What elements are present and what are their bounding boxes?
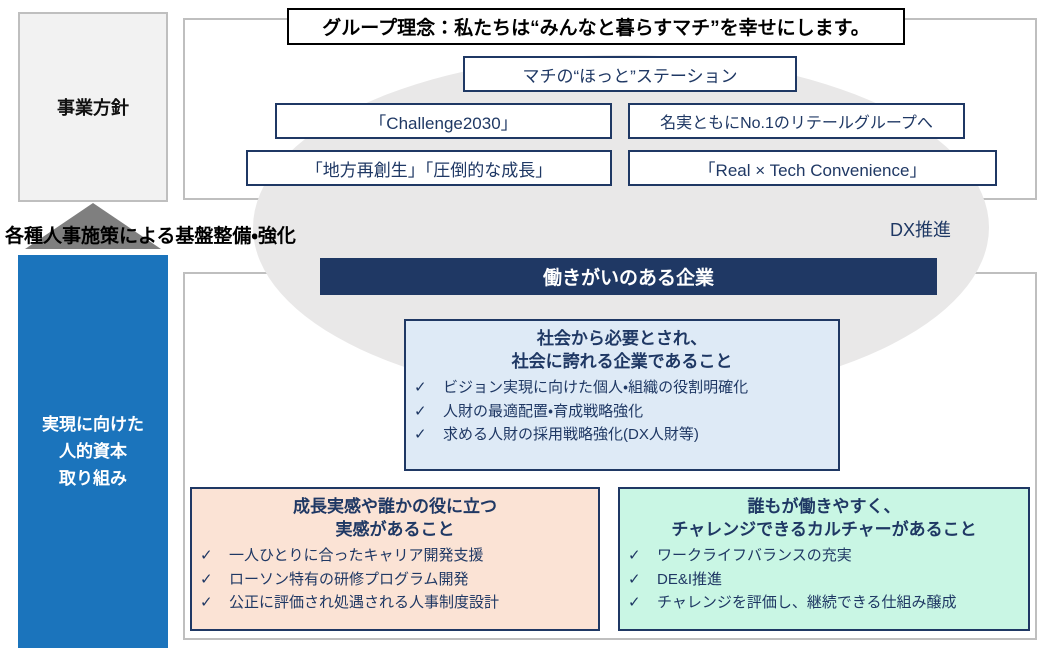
list-item: ✓ 求める人財の採用戦略強化(DX人財等) — [414, 423, 830, 447]
card-social-title-line2: 社会に誇れる企業であること — [511, 352, 733, 371]
card-culture-title-line1: 誰もが働きやすく、 — [747, 497, 901, 516]
group-philosophy-title: グループ理念：私たちは“みんなと暮らすマチ”を幸せにします。 — [322, 18, 870, 39]
card-social-item-3: 求める人財の採用戦略強化(DX人財等) — [443, 426, 699, 443]
slogan-machi-hotto-station: マチの“ほっと”ステーション — [463, 56, 797, 92]
slogan-challenge2030-text: 「Challenge2030」 — [369, 113, 518, 133]
slogan-real-tech-text: 「Real × Tech Convenience」 — [698, 160, 927, 180]
check-icon: ✓ — [628, 594, 641, 611]
rewarding-company-banner-text: 働きがいのある企業 — [542, 268, 714, 289]
card-growth-title-line1: 成長実感や誰かの役に立つ — [293, 497, 497, 516]
card-growth-item-3: 公正に評価され処遇される人事制度設計 — [229, 594, 500, 611]
slogan-real-tech-convenience: 「Real × Tech Convenience」 — [628, 150, 997, 186]
check-icon: ✓ — [628, 547, 641, 564]
list-item: ✓ 人財の最適配置・育成戦略強化 — [414, 400, 830, 424]
card-social-item-2: 人財の最適配置・育成戦略強化 — [443, 402, 644, 420]
up-arrow-icon — [25, 203, 161, 249]
check-icon: ✓ — [414, 379, 427, 396]
list-item: ✓ DE&I推進 — [628, 568, 1020, 592]
card-social-item-1: ビジョン実現に向けた個人・組織の役割明確化 — [443, 379, 749, 396]
check-icon: ✓ — [200, 570, 213, 588]
check-icon: ✓ — [200, 547, 213, 564]
list-item: ✓ 公正に評価され処遇される人事制度設計 — [200, 591, 590, 615]
card-growth-item-1: 一人ひとりに合ったキャリア開発支援 — [229, 547, 484, 564]
check-icon: ✓ — [414, 402, 427, 420]
card-culture-item-1: ワークライフバランスの充実 — [657, 547, 852, 564]
check-icon: ✓ — [200, 594, 213, 611]
slogan-regional-text: 「地方再創生」「圧倒的な成長」 — [305, 160, 553, 180]
list-item: ✓ ローソン特有の研修プログラム開発 — [200, 568, 590, 592]
slogan-challenge2030: 「Challenge2030」 — [275, 103, 612, 139]
card-growth-item-2: ローソン特有の研修プログラム開発 — [229, 570, 469, 588]
slogan-machi-hotto-text: マチの“ほっと”ステーション — [522, 66, 738, 86]
hr-capital-sidebar: 実現に向けた 人的資本 取り組み — [18, 255, 168, 648]
hr-capital-line1: 実現に向けた — [42, 415, 144, 434]
card-culture-item-3: チャレンジを評価し、継続できる仕組み醸成 — [657, 594, 957, 611]
slogan-no1-retail-group: 名実ともにNo.1のリテールグループへ — [628, 103, 965, 139]
check-icon: ✓ — [628, 570, 641, 588]
dx-promotion-label: DX推進 — [890, 220, 952, 240]
group-philosophy-title-box: グループ理念：私たちは“みんなと暮らすマチ”を幸せにします。 — [287, 8, 905, 45]
card-social-title-line1: 社会から必要とされ、 — [536, 329, 708, 348]
slogan-regional-revitalization: 「地方再創生」「圧倒的な成長」 — [246, 150, 612, 186]
rewarding-company-banner: 働きがいのある企業 — [320, 258, 937, 295]
card-challenge-culture: 誰もが働きやすく、 チャレンジできるカルチャーがあること ✓ ワークライフバラン… — [618, 487, 1030, 631]
hr-capital-line3: 取り組み — [59, 469, 127, 488]
list-item: ✓ チャレンジを評価し、継続できる仕組み醸成 — [628, 591, 1020, 615]
list-item: ✓ 一人ひとりに合ったキャリア開発支援 — [200, 544, 590, 568]
card-culture-item-2: DE&I推進 — [657, 570, 723, 588]
business-policy-label: 事業方針 — [57, 98, 129, 118]
hr-foundation-label: 各種人事施策による基盤整備・強化 — [5, 226, 296, 247]
card-growth-feeling: 成長実感や誰かの役に立つ 実感があること ✓ 一人ひとりに合ったキャリア開発支援… — [190, 487, 600, 631]
business-policy-label-box: 事業方針 — [18, 12, 168, 202]
list-item: ✓ ビジョン実現に向けた個人・組織の役割明確化 — [414, 376, 830, 400]
slogan-no1-retail-text: 名実ともにNo.1のリテールグループへ — [660, 115, 933, 132]
card-growth-title-line2: 実感があること — [335, 520, 455, 539]
hr-capital-line2: 人的資本 — [59, 442, 127, 461]
card-culture-title-line2: チャレンジできるカルチャーがあること — [671, 520, 977, 539]
check-icon: ✓ — [414, 426, 427, 443]
card-social-needed: 社会から必要とされ、 社会に誇れる企業であること ✓ ビジョン実現に向けた個人・… — [404, 319, 840, 471]
list-item: ✓ ワークライフバランスの充実 — [628, 544, 1020, 568]
